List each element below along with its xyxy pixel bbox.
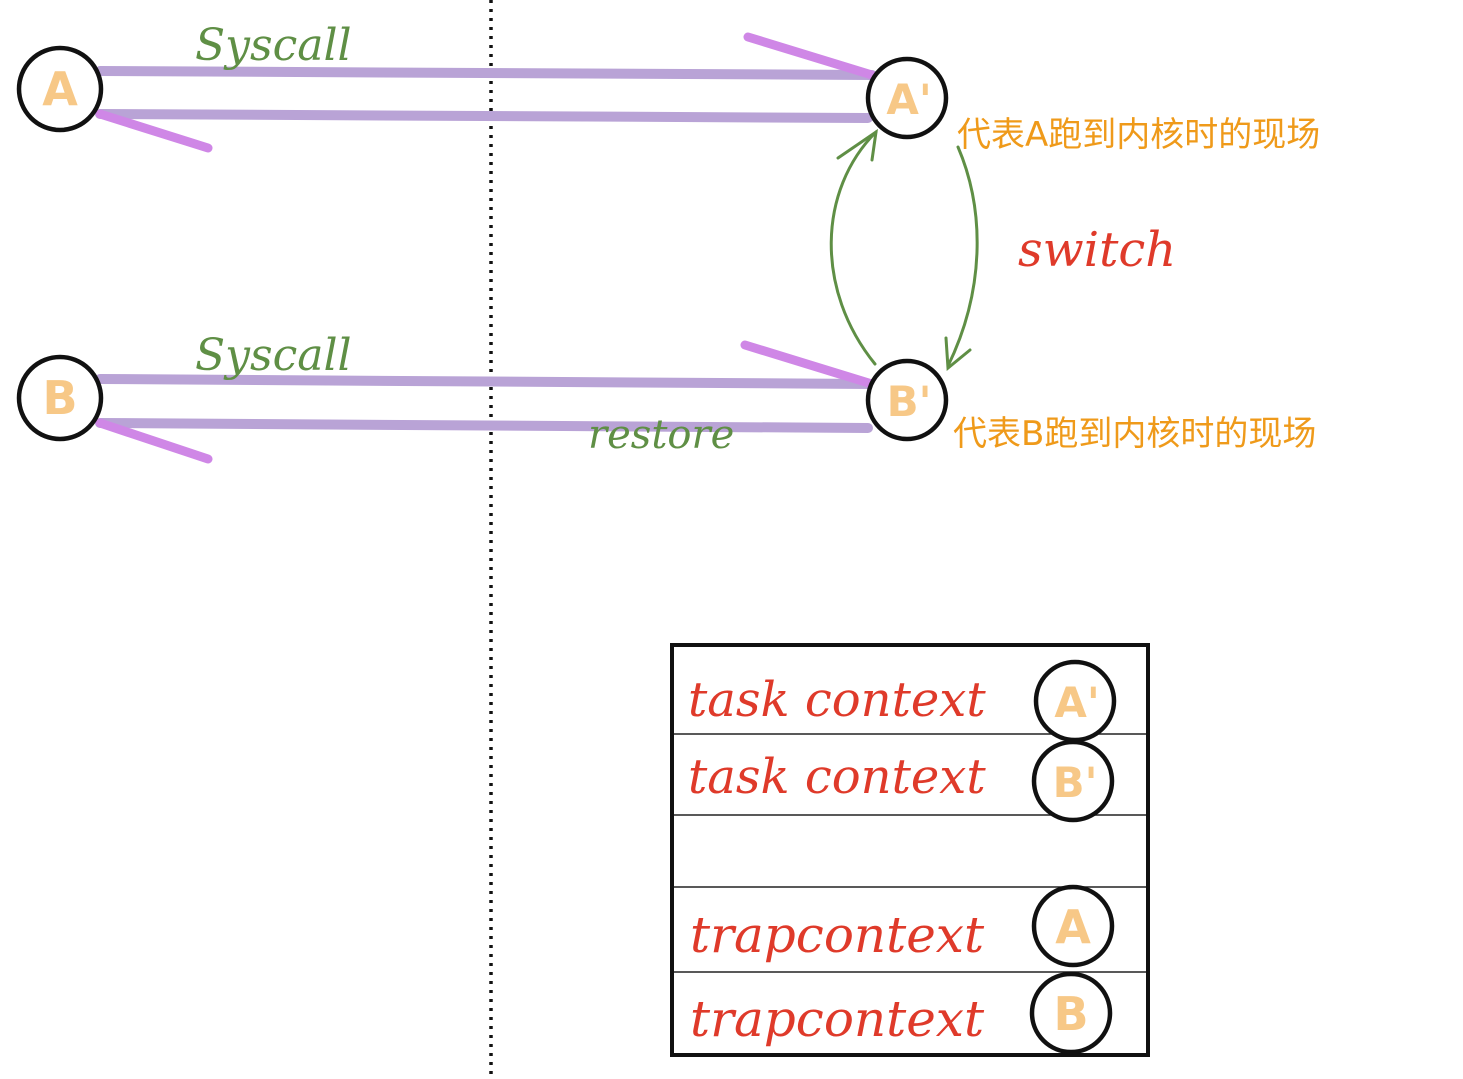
stack-row-1-badge [1031, 739, 1115, 823]
stack-row-4-badge [1029, 971, 1113, 1055]
stack-row-0-text: task context [688, 672, 986, 728]
switch-arrows [829, 128, 979, 372]
node-user-b-label: B [42, 371, 77, 425]
node-kernel-b-label: B' [887, 377, 932, 426]
stack-row-4-text: trapcontext [690, 990, 985, 1048]
node-kernel-a: A' [865, 56, 949, 140]
syscall-arrowhead-b [740, 340, 877, 389]
return-arrowhead-b [95, 418, 213, 464]
kernel-stack: task context A' task context B' trapcont… [670, 643, 1150, 1057]
stack-row-3-badge [1031, 884, 1115, 968]
arrow-group-b [95, 340, 877, 464]
syscall-arrow-a [95, 66, 877, 80]
syscall-label-a: Syscall [195, 20, 352, 71]
syscall-label-b: Syscall [195, 330, 352, 381]
stack-row-3-text: trapcontext [690, 906, 985, 964]
syscall-arrow-b [95, 374, 877, 389]
kernel-a-description: 代表A跑到内核时的现场 [957, 115, 1320, 155]
switch-label: switch [1018, 222, 1176, 278]
switch-arrow-b-to-a [829, 130, 878, 366]
arrow-group-a [95, 32, 877, 153]
stack-row-1-text: task context [688, 749, 986, 805]
kernel-stack-frame [670, 643, 1150, 1057]
return-arrowhead-a [95, 109, 213, 153]
switch-arrow-a-to-b [946, 145, 979, 368]
return-arrow-b [95, 418, 873, 433]
node-kernel-b: B' [865, 358, 949, 442]
node-user-a-label: A [42, 62, 78, 116]
stack-row-4-badge-label: B [1053, 987, 1088, 1041]
node-kernel-a-label: A' [886, 75, 931, 124]
stack-row-0-badge-label: A' [1054, 678, 1099, 727]
node-user-a: A [16, 45, 104, 133]
switch-arrowhead-up-icon [836, 128, 878, 162]
return-arrow-a [95, 109, 873, 123]
syscall-arrowhead-a [743, 32, 877, 80]
stack-row-1-badge-label: B' [1053, 758, 1098, 807]
switch-arrowhead-down-icon [944, 336, 972, 372]
node-user-b: B [16, 354, 104, 442]
stack-row-3-badge-label: A [1055, 900, 1091, 954]
kernel-b-description: 代表B跑到内核时的现场 [953, 414, 1316, 454]
restore-label: restore [588, 412, 734, 458]
